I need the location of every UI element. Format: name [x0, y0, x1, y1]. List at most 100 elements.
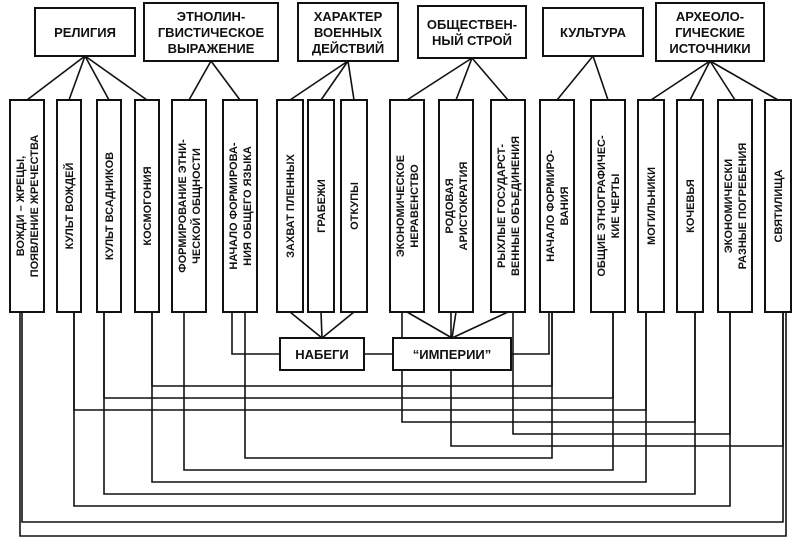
hub-label-empires: “ИМПЕРИИ” [413, 347, 492, 362]
column-label-c13: ВАНИЯ [559, 186, 571, 225]
column-label-c12: РЫХЛЫЕ ГОСУДАРСТ- [496, 144, 508, 268]
column-box-c2 [56, 99, 82, 313]
column-label-c2: КУЛЬТ ВОЖДЕЙ [63, 163, 76, 250]
category-box-ethno [143, 2, 279, 62]
column-label-c10: НЕРАВЕНСТВО [409, 164, 421, 248]
column-label-c16: КОЧЕВЬЯ [685, 179, 697, 233]
connector-category-culture-c13 [556, 55, 594, 101]
category-label-archaeo: АРХЕОЛО- [676, 9, 744, 24]
column-label-c6: НИЯ ОБЩЕГО ЯЗЫКА [242, 146, 254, 266]
category-label-ethno: ЭТНОЛИН- [177, 9, 246, 24]
column-box-c18 [764, 99, 792, 313]
connector-c7-raids [289, 311, 323, 339]
column-label-c11: РОДОВАЯ [444, 178, 456, 233]
connector-category-military-c8 [320, 60, 349, 101]
category-label-culture: КУЛЬТУРА [560, 25, 627, 40]
category-label-military: ДЕЙСТВИЙ [312, 41, 384, 56]
column-label-c4: КОСМОГОНИЯ [142, 166, 154, 245]
column-box-c13 [539, 99, 575, 313]
category-label-archaeo: ИСТОЧНИКИ [669, 41, 750, 56]
connector-category-military-c7 [289, 60, 349, 101]
column-box-c10 [389, 99, 425, 313]
feedback-loop-8 [512, 312, 731, 435]
feedback-loop-outer [19, 312, 787, 537]
connector-category-social-c11 [455, 57, 473, 101]
column-box-c12 [490, 99, 526, 313]
feedback-loop-12 [151, 312, 553, 387]
connector-c12-empires [451, 311, 509, 339]
column-label-c7: ЗАХВАТ ПЛЕННЫХ [285, 153, 297, 257]
category-label-religion: РЕЛИГИЯ [54, 25, 116, 40]
connector-category-archaeo-c15 [650, 60, 711, 101]
feedback-loop-11 [103, 312, 614, 399]
column-label-c10: ЭКОНОМИЧЕСКОЕ [395, 155, 407, 257]
column-label-c1: ПОЯВЛЕНИЕ ЖРЕЧЕСТВА [29, 135, 41, 278]
column-box-c1 [9, 99, 45, 313]
category-box-culture [542, 7, 644, 57]
column-box-c4 [134, 99, 160, 313]
category-label-ethno: ВЫРАЖЕНИЕ [168, 41, 255, 56]
feedback-loop-6 [244, 312, 553, 459]
connector-category-religion-c4 [84, 55, 148, 101]
connector-category-ethno-c5 [188, 60, 212, 101]
category-box-archaeo [655, 2, 765, 62]
category-label-military: ХАРАКТЕР [314, 9, 383, 24]
feedback-loop-7 [450, 312, 784, 447]
category-box-social [417, 5, 527, 59]
column-label-c17: ЭКОНОМИЧЕСКИ [723, 159, 735, 253]
column-label-c17: РАЗНЫЕ ПОГРЕБЕНИЯ [737, 143, 749, 270]
connector-c8-raids [320, 311, 323, 339]
connector-category-military-c9 [347, 60, 355, 101]
column-box-c14 [590, 99, 626, 313]
column-label-c9: ОТКУПЫ [349, 182, 361, 230]
connector-c13-empires [511, 312, 550, 355]
column-label-c15: МОГИЛЬНИКИ [646, 167, 658, 245]
column-label-c12: ВЕННЫЕ ОБЪЕДИНЕНИЯ [510, 136, 522, 276]
column-label-c18: СВЯТИЛИЩА [773, 169, 785, 242]
connector-category-archaeo-c16 [689, 60, 711, 101]
column-label-c14: КИЕ ЧЕРТЫ [610, 173, 622, 238]
column-label-c13: НАЧАЛО ФОРМИРО- [545, 150, 557, 262]
feedback-loop-10 [73, 312, 647, 411]
connector-category-ethno-c6 [210, 60, 241, 101]
connector-c11-empires [451, 311, 457, 339]
connector-category-archaeo-c17 [709, 60, 736, 101]
category-label-ethno: ГВИСТИЧЕСКОЕ [158, 25, 265, 40]
column-label-c11: АРИСТОКРАТИЯ [458, 161, 470, 250]
column-box-c17 [717, 99, 753, 313]
column-label-c1: ВОЖДИ – ЖРЕЦЫ, [15, 156, 27, 256]
connector-c10-empires [406, 311, 453, 339]
column-label-c14: ОБЩИЕ ЭТНОГРАФИЧЕС- [596, 135, 608, 277]
column-label-c5: ЧЕСКОЙ ОБЩНОСТИ [190, 148, 203, 264]
connector-category-religion-c3 [84, 55, 110, 101]
column-box-c3 [96, 99, 122, 313]
connector-category-social-c10 [406, 57, 473, 101]
category-box-religion [34, 7, 136, 57]
connector-lines [19, 55, 787, 537]
column-box-c16 [676, 99, 704, 313]
category-label-military: ВОЕННЫХ [314, 25, 382, 40]
connector-category-archaeo-c18 [709, 60, 779, 101]
column-label-c3: КУЛЬТ ВСАДНИКОВ [104, 152, 116, 260]
category-label-social: НЫЙ СТРОЙ [432, 33, 512, 48]
column-label-c5: ФОРМИРОВАНИЕ ЭТНИ- [177, 139, 189, 273]
column-box-c15 [637, 99, 665, 313]
hub-box-empires [392, 337, 512, 371]
connector-category-social-c12 [471, 57, 509, 101]
hub-box-raids [279, 337, 365, 371]
column-box-c7 [276, 99, 304, 313]
column-box-c8 [307, 99, 335, 313]
connector-c9-raids [321, 311, 355, 339]
connector-category-religion-c1 [26, 55, 86, 101]
category-box-military [297, 2, 399, 62]
connector-category-religion-c2 [68, 55, 86, 101]
column-label-c8: ГРАБЕЖИ [316, 179, 328, 233]
column-box-c9 [340, 99, 368, 313]
connector-category-culture-c14 [592, 55, 609, 101]
category-label-archaeo: ГИЧЕСКИЕ [675, 25, 745, 40]
column-box-c5 [171, 99, 207, 313]
column-box-c6 [222, 99, 258, 313]
